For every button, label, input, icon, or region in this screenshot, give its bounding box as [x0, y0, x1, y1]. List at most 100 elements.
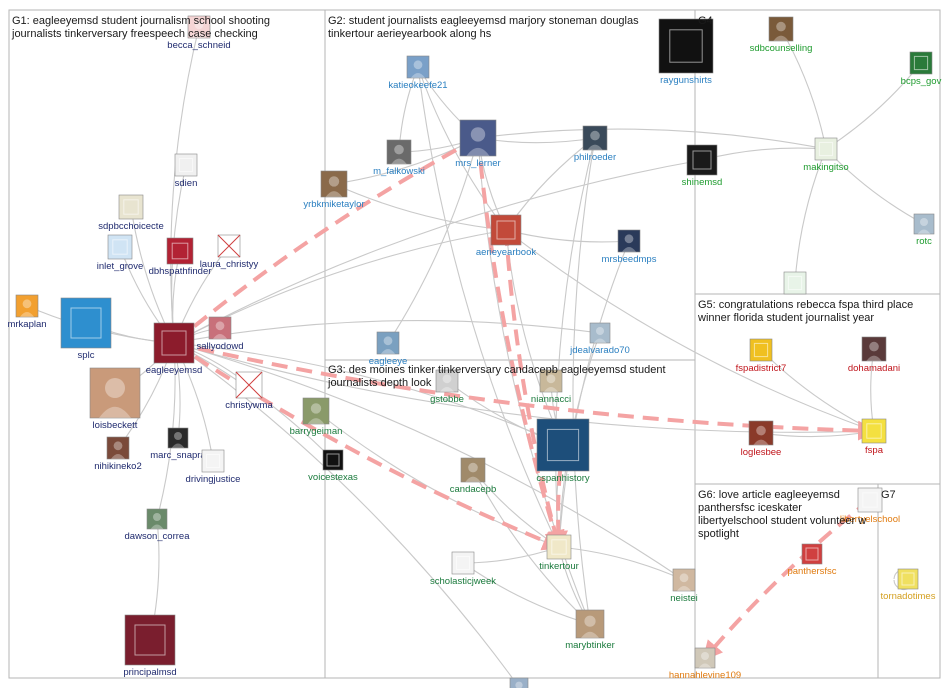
node-aerieyearbook[interactable]: aerieyearbook	[476, 214, 536, 258]
avatar-icon	[748, 420, 774, 446]
node-cspanhistory[interactable]: cspanhistory	[536, 418, 590, 484]
node-candacepb[interactable]: candacepb	[450, 457, 496, 495]
node-label: dohamadani	[848, 363, 900, 374]
node-dawson_correa[interactable]: dawson_correa	[125, 508, 191, 542]
avatar-head-shape	[310, 403, 322, 414]
avatar-head-shape	[584, 615, 596, 627]
node-mrkaplan[interactable]: mrkaplan	[7, 294, 47, 330]
node-scholasticjweek[interactable]: scholasticjweek	[430, 551, 496, 587]
edge-philroeder-marybtinker	[572, 137, 596, 625]
node-g4_extra[interactable]	[783, 271, 807, 295]
node-gstobbe[interactable]: gstobbe	[430, 369, 464, 405]
node-jdealvarado70[interactable]: jdealvarado70	[569, 322, 630, 356]
logo-mark-shape	[546, 428, 580, 462]
logo-icon	[201, 449, 225, 473]
node-mrsbeedmps[interactable]: mrsbeedmps	[602, 229, 657, 265]
node-laura_christyy[interactable]: laura_christyy	[200, 234, 259, 270]
node-inlet_grove[interactable]: inlet_grove	[97, 234, 143, 272]
node-tinkertour[interactable]: tinkertour	[539, 534, 579, 572]
node-mrs_lerner[interactable]: mrs_lerner	[455, 119, 501, 169]
node-yrbkmiketaylor[interactable]: yrbkmiketaylor	[303, 170, 365, 210]
node-drivingjustice[interactable]: drivingjustice	[186, 449, 241, 485]
node-loglesbee[interactable]: loglesbee	[741, 420, 782, 458]
avatar-head-shape	[153, 513, 161, 521]
logo-icon	[801, 543, 823, 565]
node-raygunshirts[interactable]: raygunshirts	[658, 18, 714, 86]
avatar-head-shape	[756, 425, 766, 436]
node-loisbeckett[interactable]: loisbeckett	[89, 367, 141, 431]
node-eagleeyemsd[interactable]: eagleeyemsd	[146, 322, 203, 376]
avatar-head-shape	[470, 127, 486, 142]
node-sdbcounselling[interactable]: sdbcounselling	[750, 16, 813, 54]
node-christywma[interactable]: christywma	[225, 371, 273, 411]
strong-edge-layer	[170, 136, 878, 662]
logo-mark-shape	[161, 330, 187, 356]
node-label: loglesbee	[741, 447, 782, 458]
edge-neistei-tinkertour	[558, 544, 685, 581]
node-bcps_gov[interactable]: bcps_gov	[901, 51, 942, 87]
avatar-icon	[386, 139, 412, 165]
strong-edge-eagleeyemsd-tinkertour	[172, 341, 563, 551]
edge-aerieyearbook-mrsbeedmps	[505, 229, 630, 245]
node-label: dawson_correa	[125, 531, 191, 542]
logo-mark-shape	[326, 453, 340, 467]
missing-image-cross-icon	[235, 371, 263, 399]
node-label: mrs_lerner	[455, 158, 500, 169]
node-neistei[interactable]: neistei	[670, 568, 698, 604]
node-m_falkowski[interactable]: m_falkowski	[373, 139, 425, 177]
logo-icon	[166, 237, 194, 265]
node-niannacci[interactable]: niannacci	[531, 369, 571, 405]
node-shinemsd[interactable]: shinemsd	[682, 144, 723, 188]
node-nihikineko2[interactable]: nihikineko2	[94, 436, 142, 472]
node-makingitso[interactable]: makingitso	[803, 137, 849, 173]
avatar-icon	[459, 119, 497, 157]
avatar-body-shape	[676, 586, 692, 591]
logo-icon	[783, 271, 807, 295]
avatar-head-shape	[546, 374, 556, 384]
avatar-body-shape	[593, 338, 607, 343]
node-fspadistrict7[interactable]: fspadistrict7	[736, 338, 787, 374]
node-libertyelschool[interactable]: libertyelschool	[840, 487, 900, 525]
node-lenisteinhardt[interactable]: lenisteinhardt	[491, 677, 548, 688]
node-barrygeiman[interactable]: barrygeiman	[290, 397, 343, 437]
avatar-icon	[15, 294, 39, 318]
node-sdien[interactable]: sdien	[175, 153, 198, 189]
node-label: becca_schneid	[167, 40, 230, 51]
avatar-body-shape	[99, 406, 131, 418]
node-label: sdien	[175, 178, 198, 189]
avatar-head-shape	[394, 144, 404, 155]
avatar-icon	[861, 336, 887, 362]
node-splc[interactable]: splc	[60, 297, 112, 361]
node-fspa[interactable]: fspa	[861, 418, 887, 456]
node-hannahlevine109[interactable]: hannahlevine109	[669, 647, 741, 681]
node-tornadotimes[interactable]: tornadotimes	[881, 568, 936, 602]
node-eagleeye[interactable]: eagleeye	[369, 331, 408, 367]
node-sallyodowd[interactable]: sallyodowd	[197, 316, 244, 352]
logo-icon	[107, 234, 133, 260]
avatar-head-shape	[413, 60, 423, 70]
avatar-icon	[106, 436, 130, 460]
node-marybtinker[interactable]: marybtinker	[565, 609, 615, 651]
edge-katieokeefe21-tinkertour	[417, 66, 560, 548]
node-sdpbcchoicecte[interactable]: sdpbcchoicecte	[98, 194, 164, 232]
node-label: rotc	[916, 236, 932, 247]
avatar-body-shape	[866, 355, 882, 361]
node-label: candacepb	[450, 484, 496, 495]
avatar-body-shape	[581, 631, 599, 638]
node-dbhspathfinder[interactable]: dbhspathfinder	[149, 237, 212, 277]
node-panthersfsc[interactable]: panthersfsc	[787, 543, 837, 577]
panel-g3	[324, 359, 696, 679]
node-label: sdbcounselling	[750, 43, 813, 54]
avatar-icon	[539, 369, 563, 393]
node-philroeder[interactable]: philroeder	[574, 125, 616, 163]
node-becca_schneid[interactable]: becca_schneid	[167, 15, 231, 51]
avatar-body-shape	[753, 439, 769, 445]
node-rotc[interactable]: rotc	[913, 213, 935, 247]
node-marc_snapra[interactable]: marc_snapra	[150, 427, 206, 461]
node-label: dbhspathfinder	[149, 266, 212, 277]
node-principalmsd[interactable]: principalmsd	[123, 614, 177, 678]
logo-mark-shape	[818, 141, 834, 157]
node-dohamadani[interactable]: dohamadani	[848, 336, 900, 374]
node-katieokeefe21[interactable]: katieokeefe21	[388, 55, 448, 91]
node-voicestexas[interactable]: voicestexas	[308, 449, 358, 483]
